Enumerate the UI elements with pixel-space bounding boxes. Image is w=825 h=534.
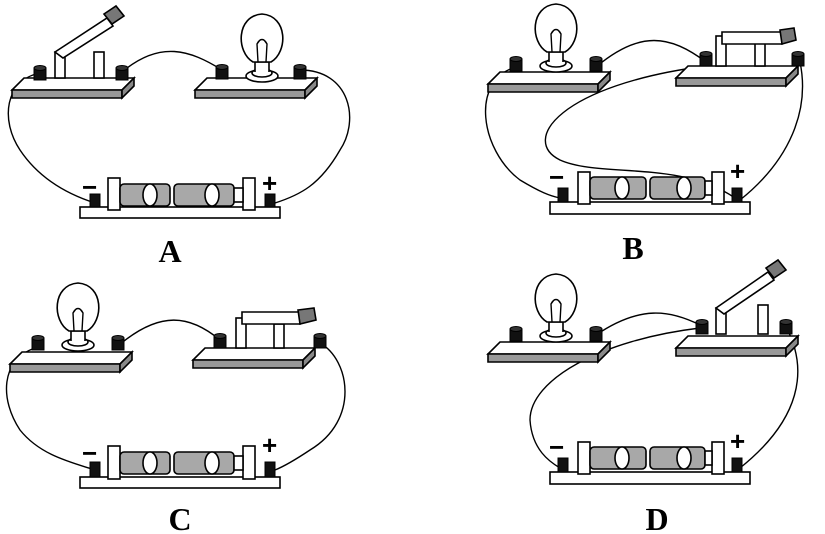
circuit-label: A bbox=[158, 233, 181, 269]
circuit-label: D bbox=[645, 501, 668, 534]
circuit-label: B bbox=[622, 230, 643, 266]
circuit-d: − + D bbox=[487, 258, 799, 534]
battery-negative-sign: − bbox=[549, 432, 564, 462]
circuit-c: − + C bbox=[5, 282, 346, 534]
circuit-b: − + B bbox=[484, 3, 805, 266]
circuit-label: C bbox=[168, 501, 191, 534]
battery-negative-sign: − bbox=[82, 172, 97, 202]
battery-positive-sign: + bbox=[730, 156, 745, 186]
battery-positive-sign: + bbox=[730, 426, 745, 456]
battery-positive-sign: + bbox=[262, 430, 277, 460]
battery-positive-sign: + bbox=[262, 168, 277, 198]
battery-negative-sign: − bbox=[82, 438, 97, 468]
battery-negative-sign: − bbox=[549, 162, 564, 192]
circuit-a: − + A bbox=[7, 4, 351, 269]
